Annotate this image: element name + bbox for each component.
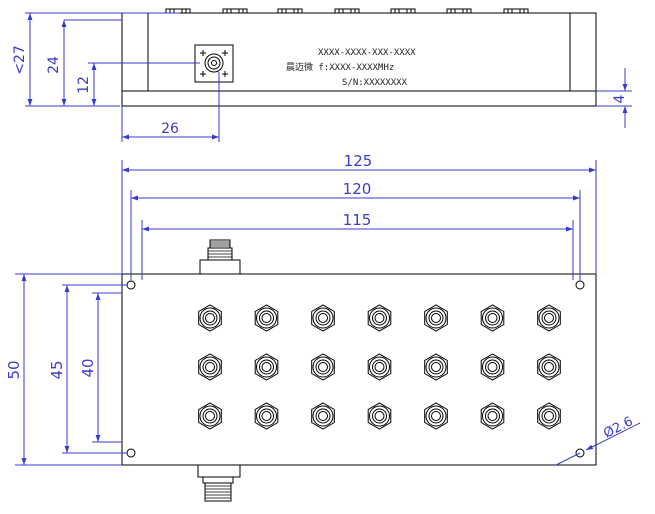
tuning-screw [311, 353, 335, 381]
tuning-screw [480, 353, 505, 381]
side-tuning-nut [334, 8, 360, 14]
side-tuning-nut [446, 8, 472, 14]
side-view: XXXX-XXXX-XXX-XXXX 晨迈微 f:XXXX-XXXXMHz S/… [12, 8, 632, 142]
dim-hole-span-outer-text: 120 [343, 180, 372, 198]
mounting-hole [575, 280, 585, 290]
tuning-screw [198, 353, 222, 381]
dim-total-height [25, 12, 180, 107]
tuning-screw [537, 304, 561, 332]
dim-inner-width [92, 292, 122, 443]
dim-hole-span-outer [130, 190, 581, 281]
dim-connector-offset-text: 26 [161, 121, 179, 137]
tuning-screw [480, 304, 505, 332]
tuning-screw [198, 304, 222, 332]
top-view: 125 120 115 50 45 [5, 152, 641, 502]
side-tuning-nuts [165, 8, 529, 14]
mounting-hole [126, 448, 136, 458]
dim-body-height-text: 24 [46, 56, 62, 74]
top-body-outline [121, 273, 597, 466]
dim-total-height-text: <27 [12, 45, 28, 75]
side-tuning-nut [503, 8, 529, 14]
tuning-screw [367, 304, 392, 332]
dim-hole-span-inner [141, 220, 574, 280]
mounting-hole [126, 280, 136, 290]
tuning-screw-grid [198, 304, 561, 430]
top-connector [199, 239, 241, 275]
dim-body-height [61, 19, 122, 106]
dim-flange-thickness-text: 4 [612, 94, 628, 103]
tuning-screw [198, 402, 222, 430]
dim-width [15, 273, 122, 466]
mounting-holes [126, 280, 585, 458]
dim-overall-length-text: 125 [344, 152, 373, 170]
dim-hole-diameter [555, 422, 641, 466]
dim-connector-offset [121, 72, 220, 142]
side-tuning-nut [390, 8, 416, 14]
dim-connector-height [88, 62, 200, 106]
side-label-part-number: XXXX-XXXX-XXX-XXXX [318, 48, 416, 58]
side-label-brand-freq: 晨迈微 f:XXXX-XXXXMHz [286, 61, 394, 73]
tuning-screw [254, 402, 279, 430]
dim-connector-height-text: 12 [76, 76, 92, 94]
dim-hole-diameter-text: Ø2.6 [601, 414, 635, 441]
tuning-screw [537, 353, 561, 381]
dim-inner-width-text: 40 [79, 358, 97, 377]
tuning-screw [367, 402, 392, 430]
side-tuning-nut [277, 8, 303, 14]
tuning-screw [424, 304, 448, 332]
tuning-screw [254, 353, 279, 381]
mounting-hole [575, 448, 585, 458]
tuning-screw [311, 402, 335, 430]
dim-hole-width-span [62, 284, 127, 454]
side-tuning-nut [222, 8, 248, 14]
tuning-screw [424, 353, 448, 381]
tuning-screw [367, 353, 392, 381]
bottom-connector [197, 464, 241, 502]
dim-hole-width-span-text: 45 [48, 360, 66, 379]
dim-width-text: 50 [5, 360, 23, 379]
dim-overall-length [121, 160, 597, 274]
dim-flange-thickness [596, 68, 632, 128]
side-label-serial: S/N:XXXXXXXX [342, 78, 408, 88]
tuning-screw [424, 402, 448, 430]
tuning-screw [480, 402, 505, 430]
side-connector [194, 44, 234, 83]
tuning-screw [254, 304, 279, 332]
dim-hole-span-inner-text: 115 [343, 211, 372, 229]
side-body-outline [121, 12, 597, 107]
tuning-screw [537, 402, 561, 430]
tuning-screw [311, 304, 335, 332]
side-tuning-nut [165, 8, 191, 14]
